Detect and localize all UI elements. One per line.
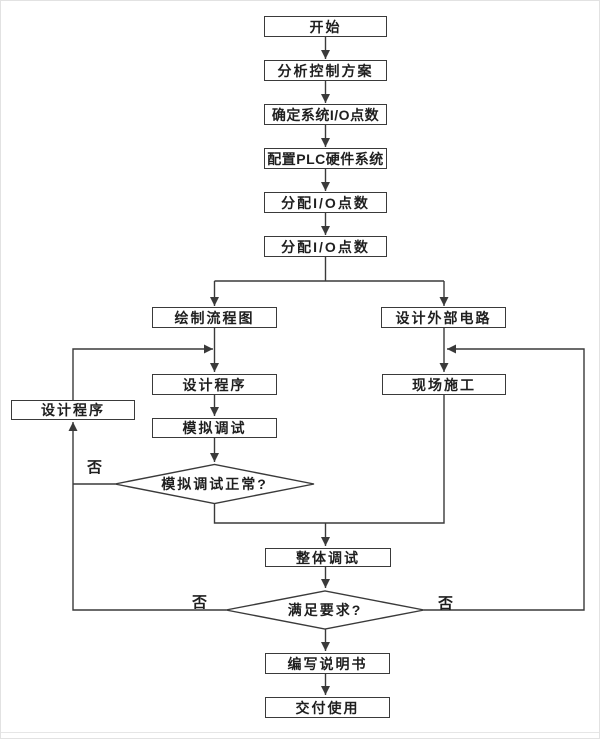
decision-meets-req xyxy=(225,590,425,630)
node-allocate-io-2: 分配I/O点数 xyxy=(264,236,387,257)
node-design-external-circuit: 设计外部电路 xyxy=(381,307,506,328)
node-overall-debug: 整体调试 xyxy=(265,548,391,567)
edge-decision2-no-left xyxy=(68,422,226,611)
node-design-program: 设计程序 xyxy=(152,374,277,395)
node-analyze-control-scheme: 分析控制方案 xyxy=(264,60,387,81)
node-determine-io-count: 确定系统I/O点数 xyxy=(264,104,387,125)
decision-sim-debug-ok xyxy=(114,463,315,505)
node-design-program-redo: 设计程序 xyxy=(11,400,135,420)
node-configure-plc-hardware: 配置PLC硬件系统 xyxy=(264,148,387,169)
node-simulation-debug: 模拟调试 xyxy=(152,418,277,438)
node-start: 开始 xyxy=(264,16,387,37)
edge-label-no-meets-req-left: 否 xyxy=(192,594,208,611)
edge-leftloop-rejoin xyxy=(72,344,213,400)
edge-label-no-meets-req-right: 否 xyxy=(438,595,454,612)
decision-meets-req-label: 满足要求? xyxy=(287,602,363,618)
node-field-construction: 现场施工 xyxy=(382,374,506,395)
node-write-manual: 编写说明书 xyxy=(265,653,390,674)
node-deliver: 交付使用 xyxy=(265,697,390,718)
edge-label-no-sim-debug: 否 xyxy=(87,459,103,476)
edge-decision2-no-right xyxy=(424,344,585,611)
edge-split-bar xyxy=(214,257,444,282)
edge-merge-bar xyxy=(213,395,445,524)
node-draw-flowchart: 绘制流程图 xyxy=(152,307,277,328)
bottom-divider xyxy=(1,732,599,733)
decision-sim-debug-ok-label: 模拟调试正常? xyxy=(161,476,268,492)
node-allocate-io-1: 分配I/O点数 xyxy=(264,192,387,213)
